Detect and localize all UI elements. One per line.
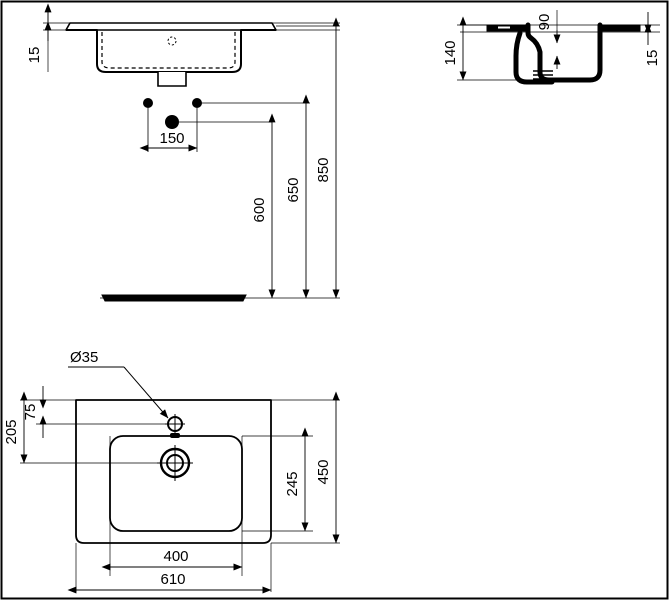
dimension-label-600: 600 (251, 197, 268, 222)
side-rim-notch (498, 26, 510, 29)
dimension-label-15-front: 15 (26, 47, 43, 64)
annotation-tap-hole-diameter: Ø35 (68, 349, 169, 419)
dimension-205: 205 (3, 391, 28, 464)
dimension-610: 610 (67, 571, 272, 594)
dimension-450: 450 (315, 391, 340, 544)
leader-line (123, 366, 169, 419)
tap-hole (165, 414, 185, 434)
dimension-label-205: 205 (3, 419, 20, 444)
dimension-height-650: 650 (285, 94, 310, 299)
dimension-245: 245 (284, 427, 309, 532)
dimension-label-15-side: 15 (644, 50, 661, 67)
side-rim-plate-right (599, 24, 641, 32)
dimension-rim-thickness: 15 (26, 3, 52, 72)
floor-line-bar (101, 294, 247, 302)
dimension-label-610: 610 (160, 571, 185, 588)
dimension-label-140: 140 (442, 40, 459, 65)
dimension-height-850: 850 (315, 17, 340, 299)
dimension-tap-spacing: 150 (139, 130, 198, 152)
side-waste-grate (533, 70, 553, 80)
waste-outlet-stub (157, 72, 187, 87)
front-elevation-view: 15 150 600 (26, 3, 340, 302)
dimension-label-dia35: Ø35 (70, 349, 98, 366)
dimension-label-850: 850 (315, 157, 332, 182)
side-trap-stem (513, 30, 555, 85)
service-point-left-dot (143, 98, 153, 108)
plan-view: Ø35 75 205 (3, 349, 340, 594)
dimension-water-depth-90: 90 (536, 10, 561, 69)
dimension-label-90: 90 (536, 14, 553, 31)
dimension-rim-thickness-15-side: 15 (644, 12, 661, 66)
dimension-400: 400 (101, 548, 243, 571)
overflow-slot (170, 433, 180, 438)
dimension-bowl-depth-140: 140 (442, 16, 528, 81)
counter-slab-outline (65, 22, 277, 31)
side-elevation-view: 140 90 15 (442, 10, 661, 85)
dimension-label-75: 75 (22, 404, 39, 421)
service-point-center-dot (165, 115, 179, 129)
dimension-label-150: 150 (159, 130, 184, 147)
dimension-label-650: 650 (285, 177, 302, 202)
overflow-marker (167, 36, 177, 46)
bowl-inner-profile-dashed (101, 32, 236, 69)
dimension-label-400: 400 (163, 548, 188, 565)
side-bowl-profile (525, 22, 603, 83)
dimension-label-450: 450 (315, 459, 332, 484)
dimension-height-600: 600 (251, 113, 276, 299)
dimension-label-245: 245 (284, 471, 301, 496)
